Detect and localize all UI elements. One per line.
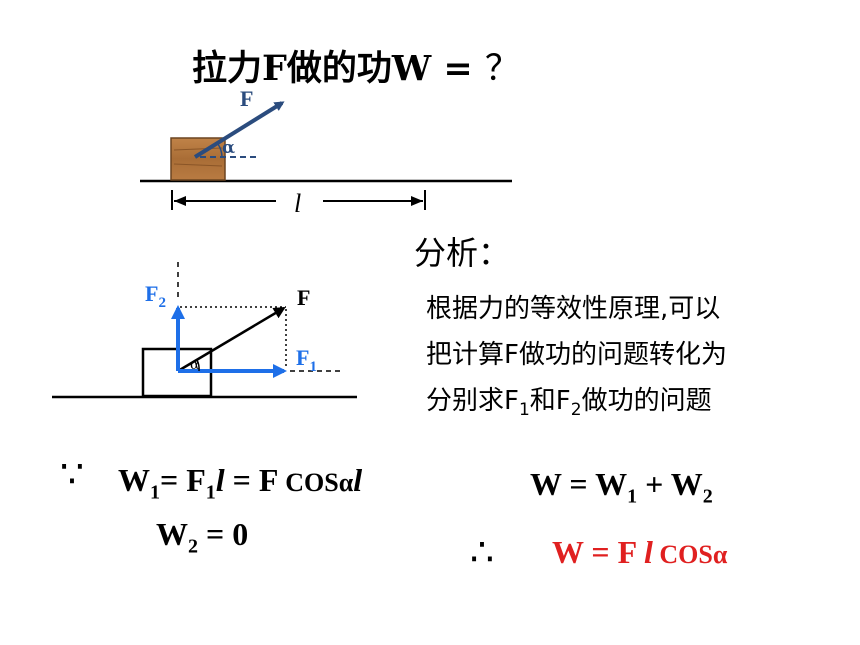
analysis-line-3: 分别求F1和F2做功的问题 xyxy=(426,386,712,421)
analysis-text: 根据力的等效性原理,可以 把计算F做功的问题转化为 分别求F1和F2做功的问题 xyxy=(426,286,727,433)
wood-grain xyxy=(173,163,223,167)
length-label: l xyxy=(294,189,301,218)
therefore-symbol: ∴ xyxy=(470,530,495,574)
title-text: 拉力F做的功W = xyxy=(192,48,485,89)
length-arrowhead-right xyxy=(411,196,423,206)
diagram-pull-force: F α l xyxy=(140,86,512,218)
diagram-force-decomposition: α F F1 F2 xyxy=(52,262,357,399)
analysis-line-1: 根据力的等效性原理,可以 xyxy=(426,294,721,324)
angle-label: α xyxy=(222,138,235,158)
angle-label-2: α xyxy=(190,357,200,373)
analysis-heading: 分析： xyxy=(414,234,511,272)
resultant-force-label: F xyxy=(297,285,310,310)
f1-label: F1 xyxy=(296,345,317,375)
resultant-force-arrow xyxy=(177,306,286,373)
equation-w1: W1= F1l = F COSαl xyxy=(118,462,363,504)
wood-grain xyxy=(173,147,223,151)
equation-w2: W2 = 0 xyxy=(156,516,249,558)
equation-final-result: W = F l COSα xyxy=(552,534,728,570)
f2-label: F2 xyxy=(145,281,166,311)
analysis-line-2: 把计算F做功的问题转化为 xyxy=(426,340,727,370)
force-arrow xyxy=(193,101,285,159)
angle-arc xyxy=(217,143,223,158)
force-label: F xyxy=(240,86,253,111)
title-question-mark: ？ xyxy=(484,49,520,89)
equation-total-work: W = W1 + W2 xyxy=(530,466,713,508)
page-title: 拉力F做的功W = ？ xyxy=(192,40,520,91)
since-symbol: ∵ xyxy=(60,452,85,496)
angle-arc-2 xyxy=(196,359,200,372)
length-arrowhead-left xyxy=(174,196,186,206)
